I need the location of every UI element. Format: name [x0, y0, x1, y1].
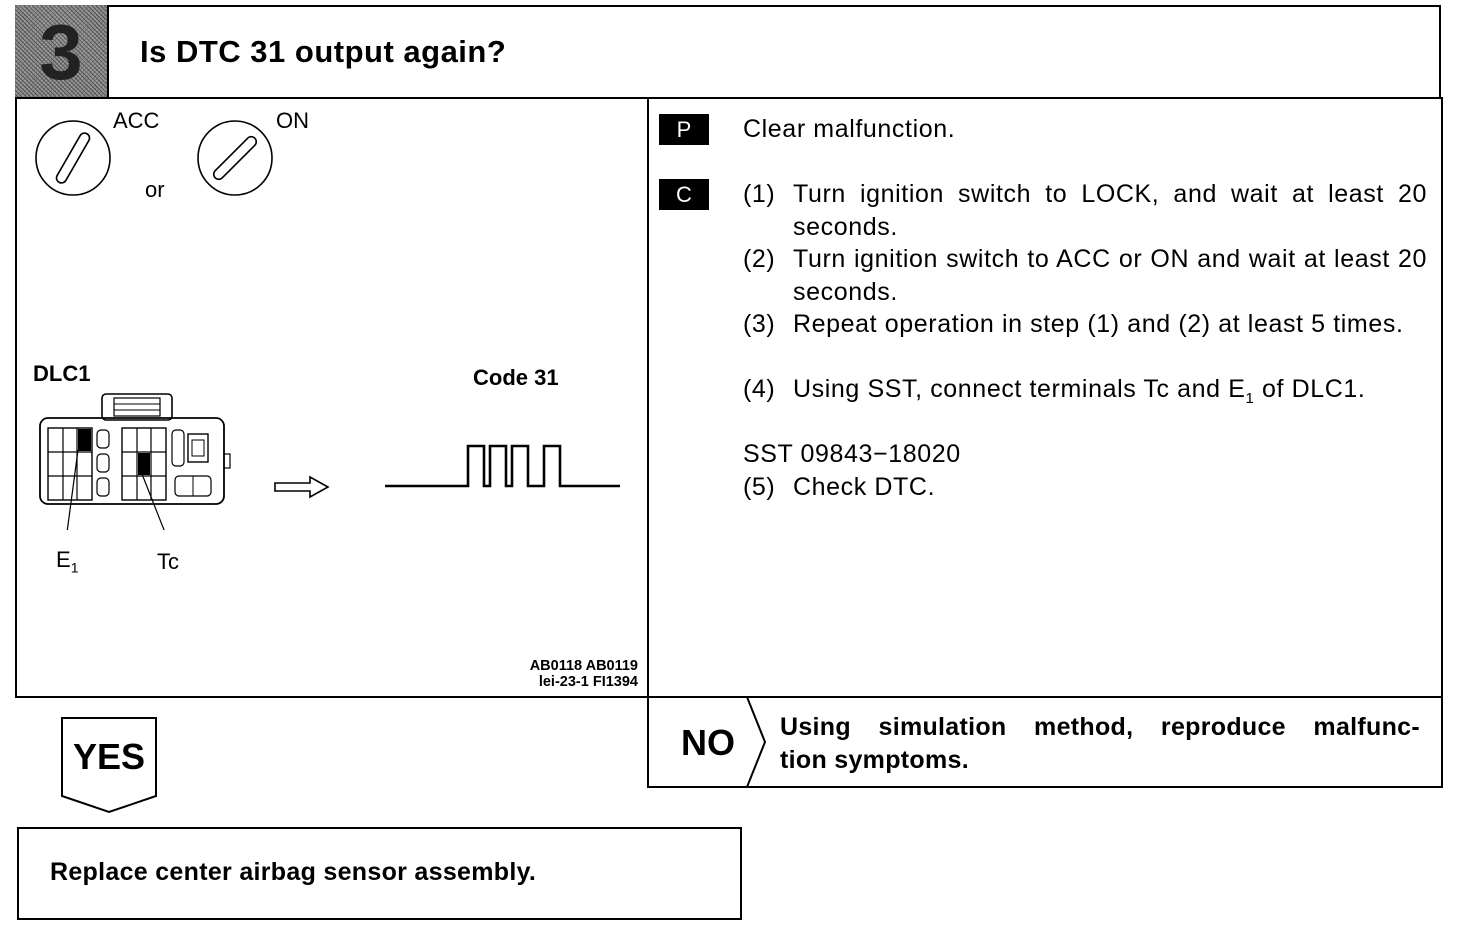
- procedure-step-5: (5) Check DTC.: [743, 473, 936, 501]
- yes-arrow-icon: [61, 717, 157, 814]
- or-label: or: [145, 177, 165, 202]
- procedure-step-4: (4) Using SST, connect terminals Tc and …: [743, 375, 1366, 407]
- no-branch-box: [647, 696, 1443, 788]
- no-branch-text: Using simulation method, reproduce malfu…: [780, 713, 1420, 774]
- figure-codes: AB0118 AB0119 lei-23-1 FI1394: [529, 658, 638, 690]
- acc-label: ACC: [113, 108, 160, 133]
- procedure-step-1: (1) Turn ignition switch to LOCK, and wa…: [743, 180, 1427, 241]
- no-label: NO: [681, 722, 735, 763]
- ignition-switch-on-icon: [197, 120, 273, 196]
- procedure-step-3: (3) Repeat operation in step (1) and (2)…: [743, 310, 1404, 338]
- procedure-step-2: (2) Turn ignition switch to ACC or ON an…: [743, 245, 1427, 306]
- terminal-tc-label: Tc: [157, 549, 179, 574]
- code-31-label: Code 31: [473, 365, 559, 390]
- terminal-e1-label: E1: [56, 547, 79, 576]
- p-tag: P: [659, 114, 709, 145]
- action-box: [17, 827, 742, 920]
- sst-line: SST 09843−18020: [743, 440, 961, 468]
- step-number: 3: [39, 8, 83, 96]
- dlc1-connector-icon: [39, 393, 231, 530]
- code-31-waveform: [385, 444, 620, 488]
- step-number-badge: 3: [15, 5, 109, 99]
- no-chevron-icon: [746, 697, 767, 787]
- illustration-panel: [15, 97, 649, 698]
- step-title: Is DTC 31 output again?: [140, 34, 507, 69]
- dlc1-label: DLC1: [33, 361, 91, 386]
- ignition-switch-acc-icon: [35, 120, 111, 196]
- p-text: Clear malfunction.: [743, 115, 956, 143]
- c-tag: C: [659, 179, 709, 210]
- on-label: ON: [276, 108, 309, 133]
- ignition-switch-figure: [35, 120, 273, 196]
- action-text: Replace center airbag sensor assembly.: [50, 858, 537, 886]
- right-arrow-icon: [274, 475, 330, 499]
- yes-label: YES: [72, 736, 146, 777]
